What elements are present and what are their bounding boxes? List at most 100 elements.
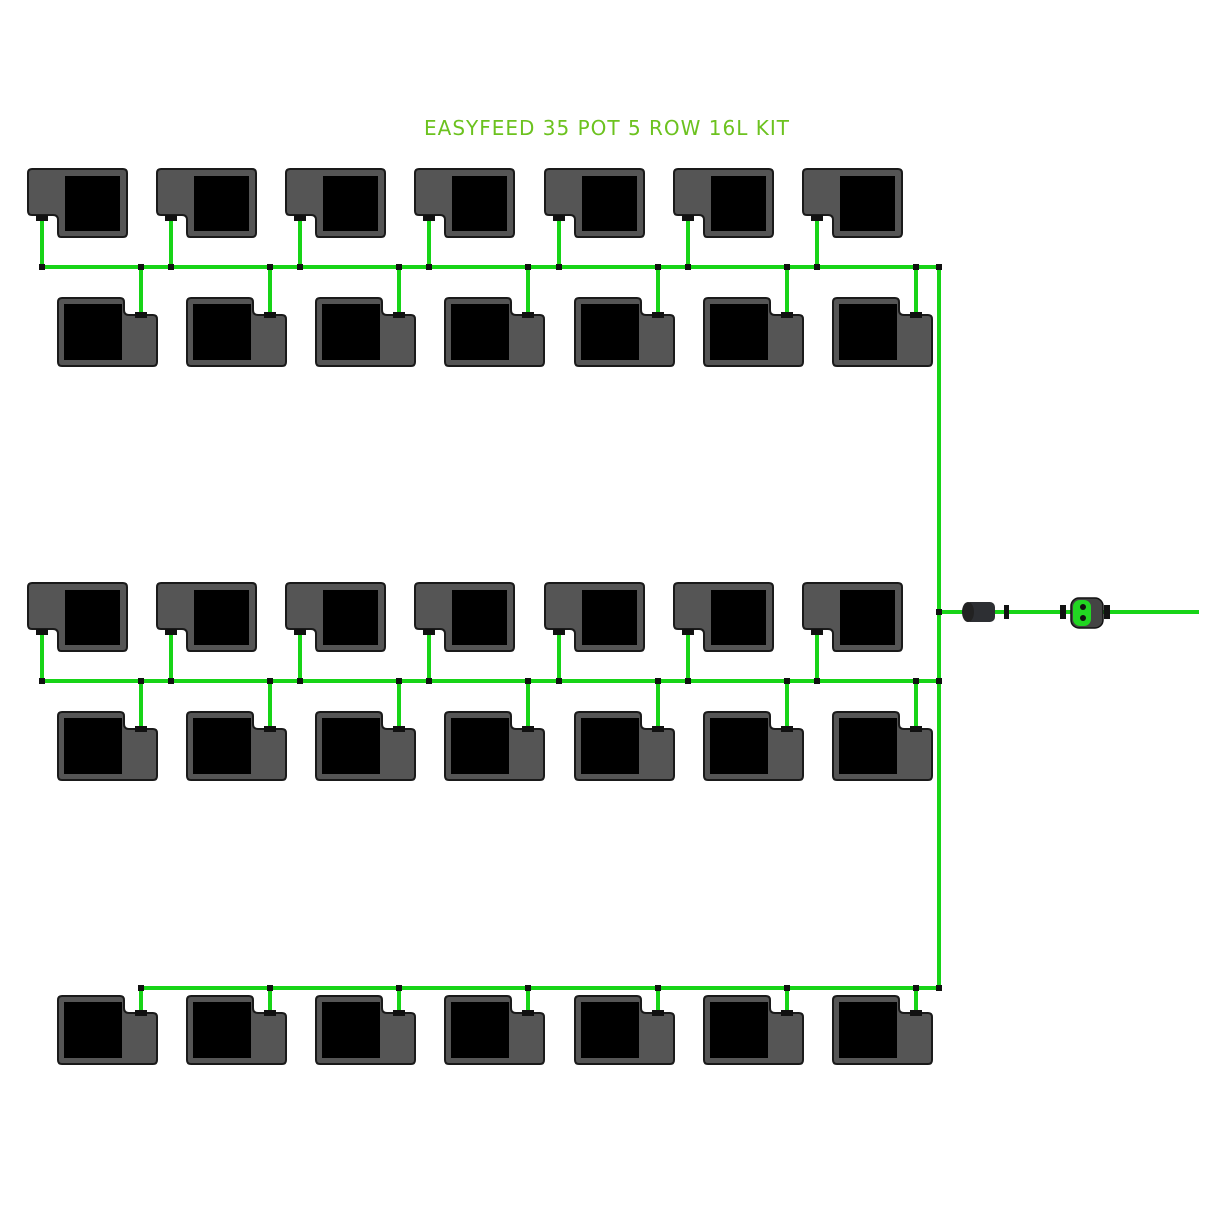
- tee-joint: [936, 678, 942, 684]
- pipe-joints: [36, 215, 942, 1016]
- dripper-connector: [264, 726, 276, 732]
- dripper-connector: [781, 312, 793, 318]
- pot-reservoir: [194, 590, 249, 645]
- tee-joint: [39, 264, 45, 270]
- pot-16l: [285, 168, 386, 238]
- pot-reservoir: [710, 718, 768, 774]
- tee-joint: [267, 678, 273, 684]
- valve-port-bottom: [1080, 615, 1086, 621]
- dripper-connector: [553, 215, 565, 221]
- dripper-connector: [264, 1010, 276, 1016]
- pot-reservoir: [451, 304, 509, 360]
- dripper-connector: [522, 1010, 534, 1016]
- tee-joint: [396, 264, 402, 270]
- tee-joint: [936, 985, 942, 991]
- filter-icon: [962, 602, 1009, 622]
- pot-16l: [315, 995, 416, 1065]
- pot-16l: [315, 711, 416, 781]
- dripper-connector: [811, 215, 823, 221]
- pot-16l: [832, 711, 933, 781]
- tee-joint: [267, 985, 273, 991]
- tee-joint: [814, 264, 820, 270]
- pot-reservoir: [581, 304, 639, 360]
- tee-joint: [814, 678, 820, 684]
- dripper-connector: [264, 312, 276, 318]
- pot-reservoir: [582, 176, 637, 231]
- pot-16l: [27, 168, 128, 238]
- pot-reservoir: [840, 176, 895, 231]
- tee-joint: [297, 264, 303, 270]
- dripper-connector: [135, 726, 147, 732]
- pot-reservoir: [581, 718, 639, 774]
- pot-reservoir: [582, 590, 637, 645]
- pot-reservoir: [65, 176, 120, 231]
- dripper-connector: [910, 1010, 922, 1016]
- dripper-connector: [36, 215, 48, 221]
- tee-joint: [655, 264, 661, 270]
- pot-reservoir: [65, 590, 120, 645]
- pot-16l: [315, 297, 416, 367]
- dripper-connector: [36, 629, 48, 635]
- pot-16l: [57, 995, 158, 1065]
- dripper-connector: [781, 726, 793, 732]
- pot-16l: [444, 297, 545, 367]
- dripper-connector: [910, 726, 922, 732]
- dripper-connector: [652, 726, 664, 732]
- pot-16l: [285, 582, 386, 652]
- pot-16l: [544, 168, 645, 238]
- dripper-connector: [652, 312, 664, 318]
- tee-joint: [936, 609, 942, 615]
- dripper-connector: [393, 726, 405, 732]
- pot-16l: [57, 711, 158, 781]
- dripper-connector: [294, 629, 306, 635]
- pot-reservoir: [323, 590, 378, 645]
- tee-joint: [396, 678, 402, 684]
- pot-16l: [186, 297, 287, 367]
- dripper-connector: [781, 1010, 793, 1016]
- pot-reservoir: [452, 590, 507, 645]
- tee-joint: [525, 985, 531, 991]
- pot-reservoir: [193, 304, 251, 360]
- pot-reservoir: [711, 590, 766, 645]
- tee-joint: [685, 678, 691, 684]
- tee-joint: [784, 678, 790, 684]
- pot-reservoir: [451, 718, 509, 774]
- pot-16l: [156, 168, 257, 238]
- tee-joint: [396, 985, 402, 991]
- dripper-connector: [165, 629, 177, 635]
- dripper-connector: [910, 312, 922, 318]
- pot-reservoir: [322, 718, 380, 774]
- dripper-connector: [522, 312, 534, 318]
- tee-joint: [685, 264, 691, 270]
- dripper-connector: [393, 1010, 405, 1016]
- pot-16l: [673, 168, 774, 238]
- valve-fitting-right: [1104, 605, 1110, 619]
- dripper-connector: [165, 215, 177, 221]
- tee-joint: [168, 264, 174, 270]
- pot-16l: [574, 297, 675, 367]
- pot-16l: [27, 582, 128, 652]
- tee-joint: [655, 678, 661, 684]
- pot-reservoir: [193, 718, 251, 774]
- dripper-connector: [393, 312, 405, 318]
- pot-16l: [57, 297, 158, 367]
- tee-joint: [426, 678, 432, 684]
- dripper-connector: [135, 312, 147, 318]
- pot-16l: [544, 582, 645, 652]
- valve-fitting-left: [1060, 605, 1066, 619]
- pot-16l: [574, 995, 675, 1065]
- pot-16l: [156, 582, 257, 652]
- pot-reservoir: [581, 1002, 639, 1058]
- pot-reservoir: [711, 176, 766, 231]
- tee-joint: [138, 264, 144, 270]
- pot-16l: [574, 711, 675, 781]
- pot-reservoir: [323, 176, 378, 231]
- pot-reservoir: [322, 1002, 380, 1058]
- tee-joint: [784, 264, 790, 270]
- pot-16l: [414, 582, 515, 652]
- tee-joint: [138, 985, 144, 991]
- pot-reservoir: [452, 176, 507, 231]
- pot-reservoir: [322, 304, 380, 360]
- tee-joint: [936, 264, 942, 270]
